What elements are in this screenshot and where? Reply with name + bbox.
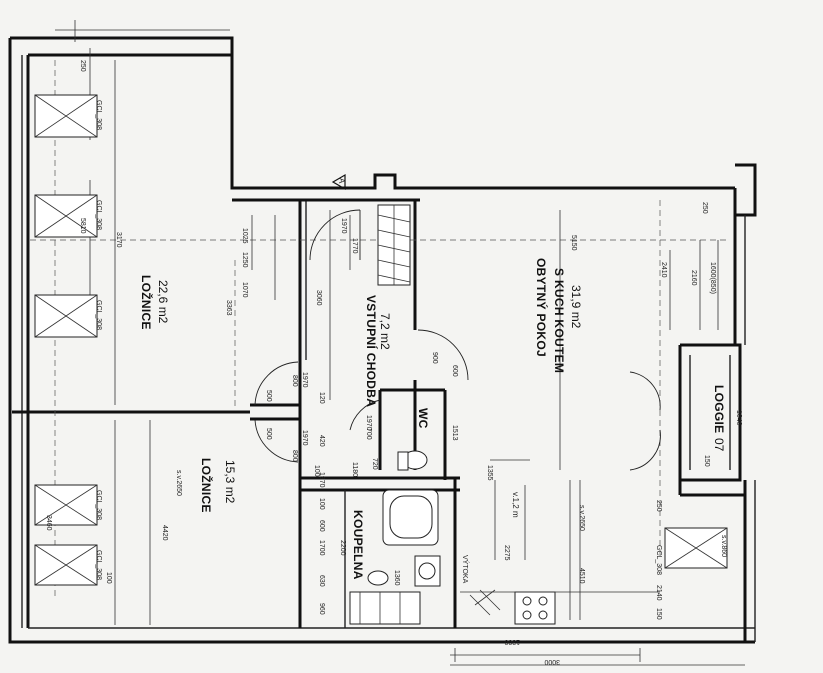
gcl-label-5: GCL_308 — [95, 550, 102, 580]
dim-800a: 800 — [291, 375, 298, 387]
dim-600b: 600 — [318, 520, 325, 532]
dim-700a: 700 — [365, 428, 372, 440]
entrance-marker — [331, 173, 346, 191]
dim-1646: 1646 — [735, 410, 742, 426]
dim-2140: 2140 — [655, 585, 662, 601]
room-area-bed1: 22,6 m2 — [156, 280, 170, 324]
dim-1513: 1513 — [451, 425, 458, 441]
dim-150b: 150 — [655, 608, 662, 620]
dim-4420: 4420 — [161, 525, 168, 541]
dim-1770: 1770 — [351, 238, 358, 254]
room-area-hall: 7,2 m2 — [378, 313, 392, 350]
dim-100c: 100 — [105, 572, 112, 584]
dim-600: 600 — [451, 365, 458, 377]
room-name-bed2: LOŽNICE — [199, 458, 213, 513]
dim-1970a: 1970 — [340, 218, 347, 234]
dim-1025: 1025 — [241, 228, 248, 244]
dim-120: 120 — [318, 392, 325, 404]
room-name-bath: KOUPELNA — [351, 510, 365, 580]
dim-250c: 250 — [655, 500, 662, 512]
dim-1970e: 1970 — [318, 472, 325, 488]
room-name-living: OBYTNÝ POKOJ — [534, 258, 548, 357]
dim-1180: 1180 — [351, 462, 358, 478]
dim-1970d: 1970 — [301, 430, 308, 446]
dim-800b: 800 — [291, 450, 298, 462]
dim-100b: 100 — [318, 498, 325, 510]
room-name-living-2: S KUCH KOUTEM — [552, 268, 566, 374]
dim-1300: 1300 — [504, 638, 520, 645]
gcl-label-2: GCL_308 — [95, 200, 102, 230]
dim-2275: 2275 — [503, 545, 510, 561]
dim-3000: 3000 — [544, 658, 560, 665]
dim-420: 420 — [318, 435, 325, 447]
dim-3363: 3363 — [225, 300, 232, 316]
dim-630: 630 — [318, 575, 325, 587]
gcl-label-6: GCL_308 — [655, 545, 662, 575]
height-note: v.1,2 m — [511, 492, 520, 518]
dim-1250: 1250 — [241, 252, 248, 268]
dim-3170: 3170 — [115, 232, 122, 248]
dim-4510: 4510 — [578, 568, 585, 584]
dim-1970b: 1970 — [301, 372, 308, 388]
room-name-bed1: LOŽNICE — [139, 275, 153, 330]
room-area-living: 31,9 m2 — [569, 285, 583, 329]
dim-1600: 1600(850) — [709, 262, 716, 294]
dim-500b: 500 — [265, 428, 272, 440]
dim-500a: 500 — [265, 390, 272, 402]
dim-5810: 5810 — [79, 218, 86, 234]
dim-1355: 1355 — [486, 465, 493, 481]
dimension-lines — [55, 20, 745, 666]
wardrobe — [377, 204, 411, 286]
dim-2200: 2200 — [339, 540, 346, 556]
room-name-loggia: LOGGIE — [712, 385, 726, 434]
bathroom-fixtures — [349, 450, 441, 625]
dim-1700: 1700 — [318, 540, 325, 556]
outlet-note: VÝTOKA — [461, 555, 468, 584]
dim-1070: 1070 — [241, 282, 248, 298]
gcl-label-4: GCL_308 — [95, 490, 102, 520]
dim-2160: 2160 — [690, 270, 697, 286]
entrance-marker-label: A — [337, 178, 346, 184]
dim-1360: 1360 — [393, 570, 400, 586]
gcl-label-3: GCL_308 — [95, 300, 102, 330]
dim-900: 900 — [431, 352, 438, 364]
dim-2650b: s.v.2650 — [578, 505, 585, 531]
dim-250a: 250 — [79, 60, 86, 72]
dim-150a: 150 — [703, 455, 710, 467]
door-swings — [254, 209, 661, 471]
room-area-bed2: 15,3 m2 — [223, 460, 237, 504]
dim-250b: 250 — [701, 202, 708, 214]
gcl-cabinets — [34, 94, 728, 586]
room-number-loggia: 07 — [712, 438, 726, 452]
dim-5150: 5150 — [570, 235, 577, 251]
dim-860: s.v.860 — [720, 535, 727, 558]
kitchen-fixtures — [460, 589, 660, 625]
outer-walls — [8, 36, 757, 644]
room-name-wc: WC — [416, 408, 430, 429]
room-name-hall: VSTUPNÍ CHODBA — [364, 295, 378, 408]
gcl-label-1: GCL_308 — [95, 100, 102, 130]
dim-3060: 3060 — [315, 290, 322, 306]
dim-720: 720 — [371, 458, 378, 470]
dim-2410: 2410 — [660, 262, 667, 278]
dim-960: 960 — [318, 603, 325, 615]
dim-3460: 3460 — [45, 515, 52, 531]
dim-2650a: s.v.2650 — [175, 470, 182, 496]
